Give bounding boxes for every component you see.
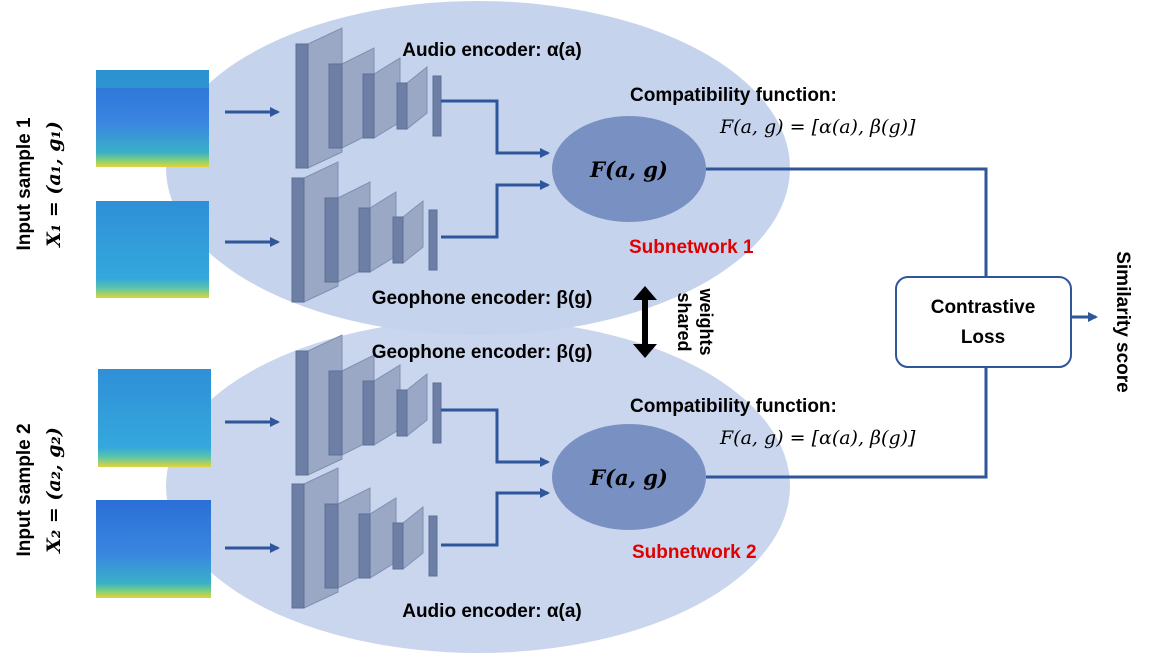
spectrogram-audio-1: [96, 70, 209, 167]
subnetwork-2-name: Subnetwork 2: [632, 542, 757, 563]
contrastive-loss-box: [895, 276, 1072, 368]
input-sample-2-label: Input sample 2: [14, 423, 35, 556]
contrastive-loss-line2: Loss: [961, 327, 1005, 348]
shared-weights-line1: shared: [674, 292, 694, 351]
geophone-encoder-1-layer-1: [291, 177, 305, 303]
audio-encoder-1-layer-5: [432, 75, 442, 137]
subnetwork-1-name: Subnetwork 1: [629, 237, 754, 258]
spectrogram-geophone-2: [98, 369, 211, 467]
geophone-encoder-2-layers: [295, 334, 442, 476]
shared-weights-line2: weights: [696, 287, 716, 355]
audio-encoder-1-layer-2: [328, 63, 343, 149]
geophone-encoder-2-layer-4: [396, 389, 408, 437]
compat-title-1: Compatibility function:: [630, 85, 837, 106]
audio-encoder-2-layer-1: [291, 483, 305, 609]
compat-formula-2: F(a, g) = [α(a), β(g)]: [719, 427, 916, 449]
compatibility-node-2-label: F(a, g): [589, 465, 668, 490]
geophone-encoder-1-layer-3: [358, 207, 371, 273]
geophone-encoder-2-layer-1: [295, 350, 309, 476]
contrastive-loss-line1: Contrastive: [931, 297, 1036, 318]
wire-f1-to-loss: [706, 167, 988, 277]
geophone-encoder-1-label: Geophone encoder: β(g): [372, 288, 593, 309]
wire-f2-to-loss: [706, 367, 988, 479]
geophone-encoder-1-layer-4: [392, 216, 404, 264]
encoder-stacks: [291, 27, 442, 609]
geophone-encoder-2-label: Geophone encoder: β(g): [372, 342, 593, 363]
audio-encoder-2-layer-5: [428, 515, 438, 577]
spectrogram-geophone-1: [96, 201, 209, 298]
input-sample-2-math: X₂ = (a₂, g₂): [43, 427, 65, 554]
wire-audio2-to-f2: [441, 488, 550, 547]
geophone-encoder-1-layer-2: [324, 197, 339, 283]
compatibility-node-2: [552, 424, 706, 530]
compatibility-node-1-label: F(a, g): [589, 157, 668, 182]
audio-encoder-2-layer-4: [392, 522, 404, 570]
compat-title-2: Compatibility function:: [630, 396, 837, 417]
similarity-score-label: Similarity score: [1112, 251, 1133, 393]
input-sample-1-label: Input sample 1: [14, 117, 35, 250]
geophone-encoder-2-layer-5: [432, 382, 442, 444]
compat-formula-1: F(a, g) = [α(a), β(g)]: [719, 116, 916, 138]
geophone-encoder-2-layer-2: [328, 370, 343, 456]
audio-encoder-2-layer-2: [324, 503, 339, 589]
input-sample-1-math: X₁ = (a₁, g₁): [43, 121, 65, 248]
geophone-encoder-1-layers: [291, 161, 438, 303]
spectrogram-audio-2: [96, 500, 211, 598]
audio-encoder-1-label: Audio encoder: α(a): [402, 40, 582, 61]
shared-weights-arrow: [633, 286, 657, 358]
audio-encoder-1-layers: [295, 27, 442, 169]
compatibility-node-1: [552, 116, 706, 222]
audio-encoder-1-layer-1: [295, 43, 309, 169]
audio-encoder-2-layers: [291, 467, 438, 609]
audio-encoder-1-layer-4: [396, 82, 408, 130]
geophone-encoder-2-layer-3: [362, 380, 375, 446]
audio-encoder-2-layer-3: [358, 513, 371, 579]
audio-encoder-2-label: Audio encoder: α(a): [402, 601, 582, 622]
audio-encoder-1-layer-3: [362, 73, 375, 139]
wire-audio1-to-f1: [441, 99, 550, 158]
geophone-encoder-1-layer-5: [428, 209, 438, 271]
wire-geo1-to-f1: [441, 180, 550, 239]
wire-geo2-to-f2: [441, 408, 550, 467]
